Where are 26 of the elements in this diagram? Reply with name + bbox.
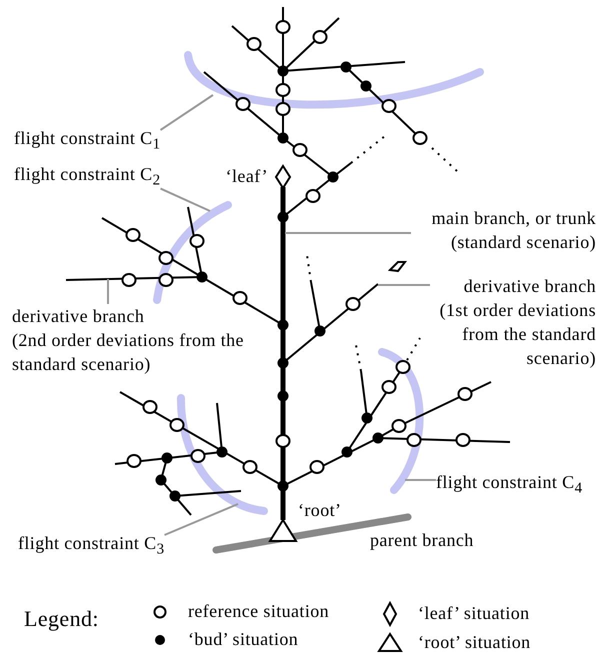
root-label: ‘root’	[298, 499, 342, 522]
leader-line	[160, 188, 210, 212]
constraint-arc	[184, 51, 484, 108]
legend-label: ‘root’ situation	[418, 631, 531, 654]
callout-label: derivative branch (1st order deviations from the standard scenario)	[430, 274, 596, 370]
leader-line	[285, 232, 411, 234]
constraint-arc	[378, 348, 424, 494]
legend-title: Legend:	[24, 605, 100, 633]
constraint-arc	[153, 201, 232, 304]
legend-label: ‘bud’ situation	[188, 628, 298, 651]
legend-label: ‘leaf’ situation	[418, 602, 530, 625]
leader-line	[160, 94, 214, 131]
parent-branch-label: parent branch	[370, 529, 475, 552]
legend-label: reference situation	[188, 600, 330, 623]
leader-line	[164, 503, 238, 536]
callout-label: flight constraint C$_{2}$	[14, 162, 160, 193]
constraint-arc	[177, 394, 268, 515]
leader-line	[378, 284, 430, 286]
leader-line	[107, 279, 109, 304]
callout-label: flight constraint C$_{4}$	[436, 470, 582, 501]
leaf-label: ‘leaf’	[224, 165, 268, 188]
callout-label: derivative branch (2nd order deviations from the standard scenario)	[12, 304, 247, 376]
leader-line	[405, 479, 436, 481]
callout-label: main branch, or trunk (standard scenario)	[411, 206, 596, 254]
callout-label: flight constraint C$_{1}$	[14, 126, 160, 157]
callout-label: flight constraint C$_{3}$	[18, 531, 164, 562]
